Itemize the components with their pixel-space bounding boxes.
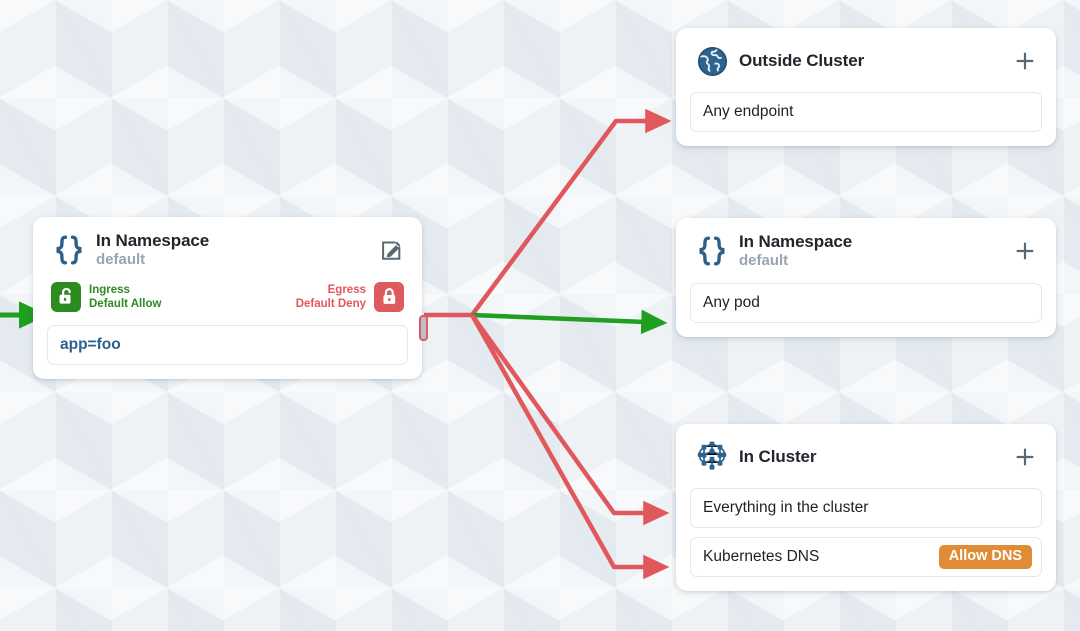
edge-egress-to-outside-cluster <box>470 108 672 317</box>
egress-connector-handle[interactable] <box>419 315 428 341</box>
source-selector-label: app=foo <box>60 335 121 353</box>
in-cluster-title-group: In Cluster <box>739 446 1012 466</box>
ingress-policy-line2: Default Allow <box>89 297 162 310</box>
plus-icon[interactable] <box>1012 238 1038 264</box>
in-cluster-header: In Cluster <box>690 437 1042 475</box>
in-namespace-title-group: In Namespace default <box>739 232 1012 270</box>
curly-braces-icon <box>51 232 87 268</box>
source-selector-entry[interactable]: app=foo <box>47 324 408 365</box>
egress-policy-line1: Egress <box>327 283 366 296</box>
ingress-policy-line1: Ingress <box>89 283 130 296</box>
in-namespace-title: In Namespace <box>739 232 853 251</box>
target-card-outside-cluster[interactable]: Outside Cluster Any endpoint <box>676 28 1056 146</box>
unlocked-padlock-icon <box>51 281 81 312</box>
outside-cluster-title-group: Outside Cluster <box>739 50 1012 70</box>
globe-icon <box>694 43 730 79</box>
entry-label: Kubernetes DNS <box>703 548 820 565</box>
egress-default-policy[interactable]: Egress Default Deny <box>296 281 404 312</box>
plus-icon[interactable] <box>1012 48 1038 74</box>
list-item[interactable]: Everything in the cluster <box>690 488 1042 528</box>
list-item[interactable]: Any pod <box>690 282 1042 323</box>
in-cluster-title: In Cluster <box>739 446 817 466</box>
entry-label: Everything in the cluster <box>703 499 869 516</box>
ingress-default-policy[interactable]: Ingress Default Allow <box>51 281 161 312</box>
target-card-in-cluster[interactable]: In Cluster Everything in the cluster Kub… <box>676 424 1056 591</box>
ingress-policy-text: Ingress Default Allow <box>89 283 161 311</box>
edit-pencil-icon[interactable] <box>378 237 404 263</box>
in-namespace-subtitle: default <box>739 252 789 270</box>
entry-label: Any pod <box>703 293 760 311</box>
entry-label: Any endpoint <box>703 103 794 120</box>
target-card-in-namespace[interactable]: In Namespace default Any pod <box>676 218 1056 337</box>
default-policy-row: Ingress Default Allow Egress Default Den… <box>47 281 408 312</box>
plus-icon[interactable] <box>1012 444 1038 470</box>
curly-braces-icon <box>694 233 730 269</box>
source-card-subtitle: default <box>96 251 146 269</box>
outside-cluster-title: Outside Cluster <box>739 50 865 70</box>
edge-egress-to-kubernetes-dns <box>470 313 670 580</box>
locked-padlock-icon <box>374 281 404 312</box>
list-item[interactable]: Any endpoint <box>690 92 1042 132</box>
cluster-nodes-icon <box>694 439 730 475</box>
source-node-card[interactable]: In Namespace default <box>33 217 428 379</box>
egress-policy-text: Egress Default Deny <box>296 283 366 311</box>
source-card-title: In Namespace <box>96 231 210 250</box>
egress-policy-line2: Default Deny <box>295 297 366 310</box>
in-namespace-header: In Namespace default <box>690 231 1042 270</box>
list-item[interactable]: Kubernetes DNS Allow DNS <box>690 537 1042 577</box>
status-badge[interactable]: Allow DNS <box>938 545 1032 569</box>
source-card-title-group: In Namespace default <box>96 231 378 269</box>
edge-egress-to-in-namespace <box>471 309 668 335</box>
outside-cluster-header: Outside Cluster <box>690 41 1042 79</box>
source-card-header: In Namespace default <box>47 230 408 269</box>
edge-egress-to-everything-in-cluster <box>470 313 670 526</box>
